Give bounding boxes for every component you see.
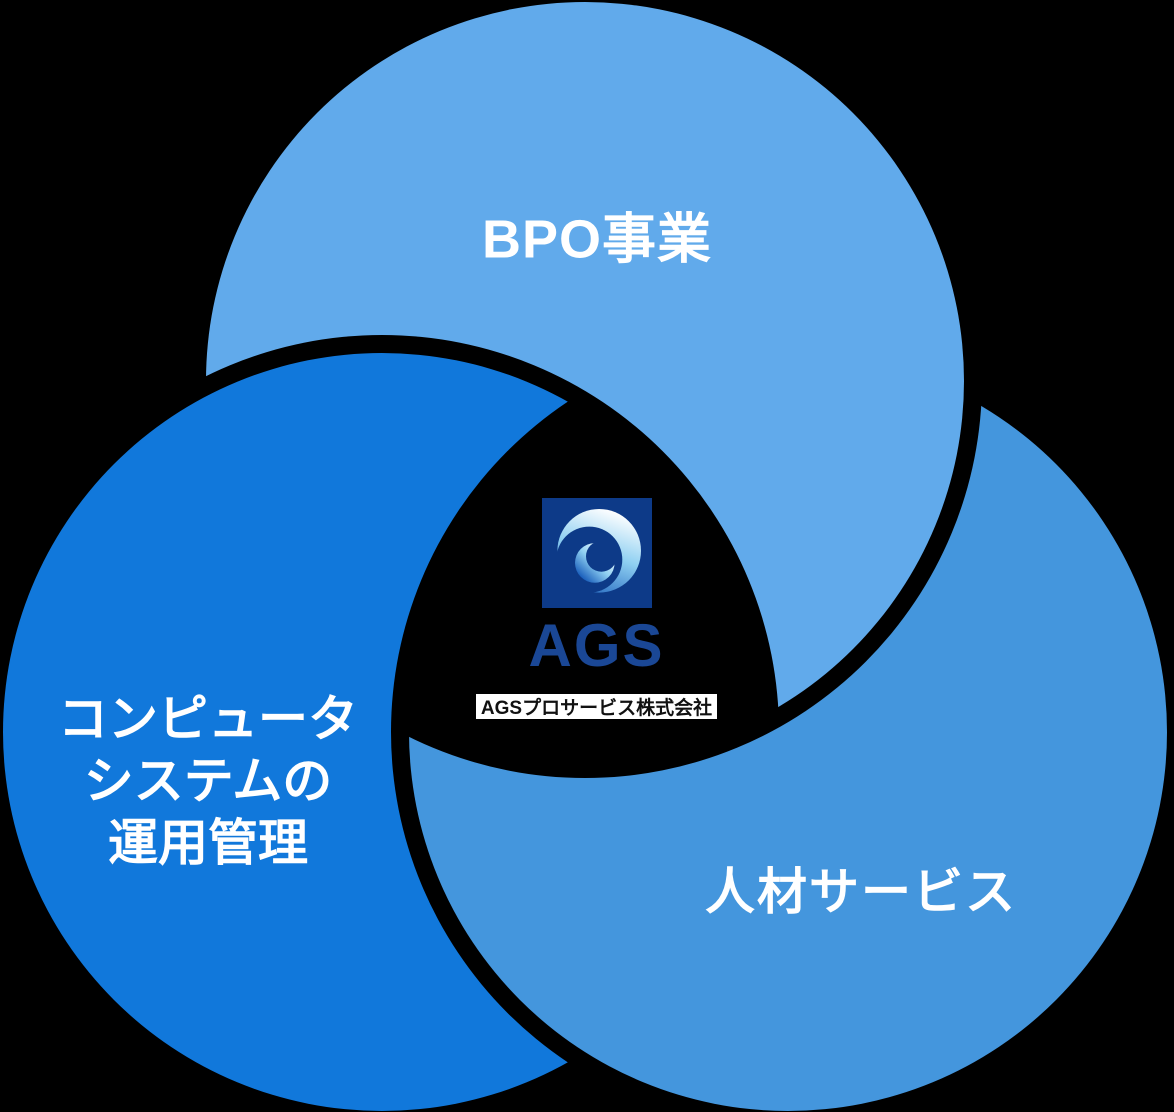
bpo-label: BPO事業: [481, 209, 713, 270]
company-name-band: AGSプロサービス株式会社: [476, 694, 717, 719]
ags-swirl-icon: [541, 498, 652, 608]
computer-systems-label-line2: システムの: [83, 753, 333, 809]
jinzai-services-label: 人材サービス: [705, 864, 1017, 920]
ags-acronym: AGS: [528, 612, 665, 679]
computer-systems-label: コンピュータ システムの 運用管理: [58, 688, 358, 874]
computer-systems-label-line1: コンピュータ: [58, 691, 358, 747]
ags-logo: AGS AGSプロサービス株式会社: [476, 498, 717, 719]
company-name: AGSプロサービス株式会社: [480, 698, 713, 719]
computer-systems-label-line3: 運用管理: [108, 815, 308, 871]
circle-jinzai-services: [409, 353, 1167, 1111]
